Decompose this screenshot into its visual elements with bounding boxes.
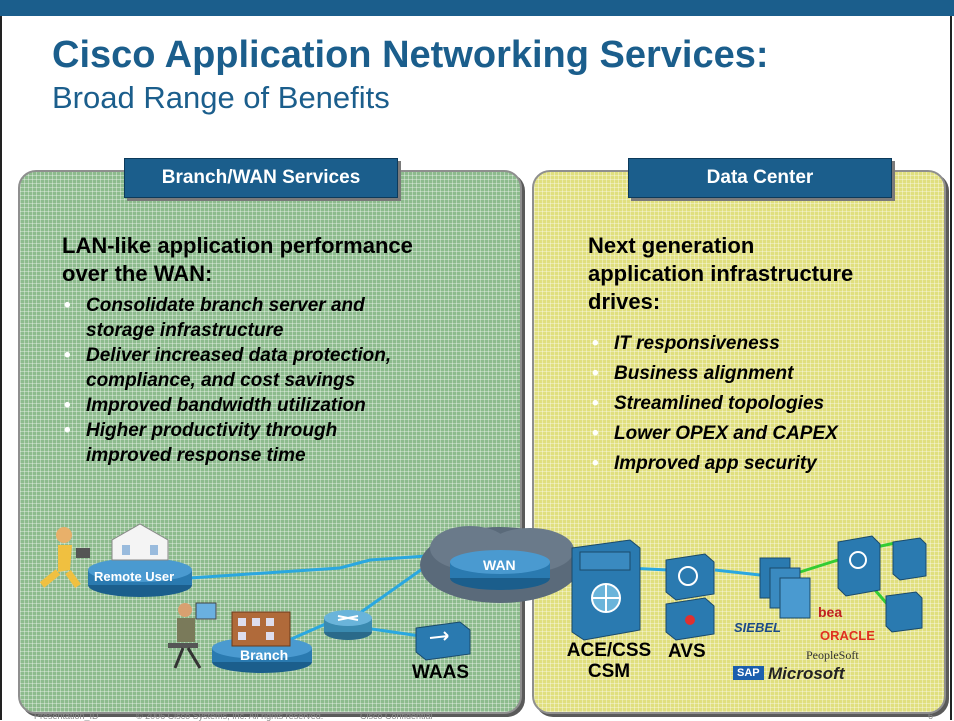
dc-heading-line2: application infrastructure xyxy=(588,261,854,286)
sap-logo: SAP xyxy=(733,666,764,680)
ace-css-csm-label: ACE/CSS CSM xyxy=(564,640,654,682)
branch-label: Branch xyxy=(240,647,289,663)
data-center-tab: Data Center xyxy=(628,158,892,198)
branch-heading-line1: LAN-like application performance xyxy=(62,233,413,258)
dc-bullet: Streamlined topologies xyxy=(588,391,938,416)
dc-heading-line1: Next generation xyxy=(588,233,755,258)
top-bar xyxy=(0,0,954,16)
dc-bullet: Improved app security xyxy=(588,451,938,476)
branch-wan-tab: Branch/WAN Services xyxy=(124,158,398,198)
dc-bullet-list: IT responsiveness Business alignment Str… xyxy=(588,331,938,476)
oracle-logo: ORACLE xyxy=(820,628,875,643)
footer-presentation-id: Presentation_ID xyxy=(34,711,99,721)
dc-bullet: IT responsiveness xyxy=(588,331,938,356)
branch-bullet: Deliver increased data protection,compli… xyxy=(60,343,510,393)
remote-user-label: Remote User xyxy=(94,569,175,584)
siebel-logo: SIEBEL xyxy=(734,620,781,635)
dc-bullet: Lower OPEX and CAPEX xyxy=(588,421,938,446)
peoplesoft-logo: PeopleSoft xyxy=(806,648,859,662)
avs-label: AVS xyxy=(668,641,706,662)
waas-label: WAAS xyxy=(412,662,469,683)
slide-frame xyxy=(0,16,952,720)
ace-label-line2: CSM xyxy=(587,661,631,682)
slide-title: Cisco Application Networking Services: xyxy=(52,34,769,76)
bea-logo: bea xyxy=(818,604,843,620)
dc-bullet: Business alignment xyxy=(588,361,938,386)
footer-page-number: 6 xyxy=(928,711,934,721)
branch-heading-line2: over the WAN: xyxy=(62,261,213,286)
dc-heading-line3: drives: xyxy=(588,289,661,314)
branch-bullet: Improved bandwidth utilization xyxy=(60,393,510,418)
footer-confidential: Cisco Confidential xyxy=(360,711,433,721)
microsoft-logo: Microsoft xyxy=(768,664,845,683)
footer-copyright: © 2006 Cisco Systems, Inc. All rights re… xyxy=(136,711,324,721)
branch-heading: LAN-like application performance over th… xyxy=(62,232,413,288)
ace-label-line1: ACE/CSS xyxy=(566,640,652,661)
dc-heading: Next generation application infrastructu… xyxy=(588,232,853,316)
wan-label: WAN xyxy=(483,557,516,573)
slide-subtitle: Broad Range of Benefits xyxy=(52,80,390,115)
